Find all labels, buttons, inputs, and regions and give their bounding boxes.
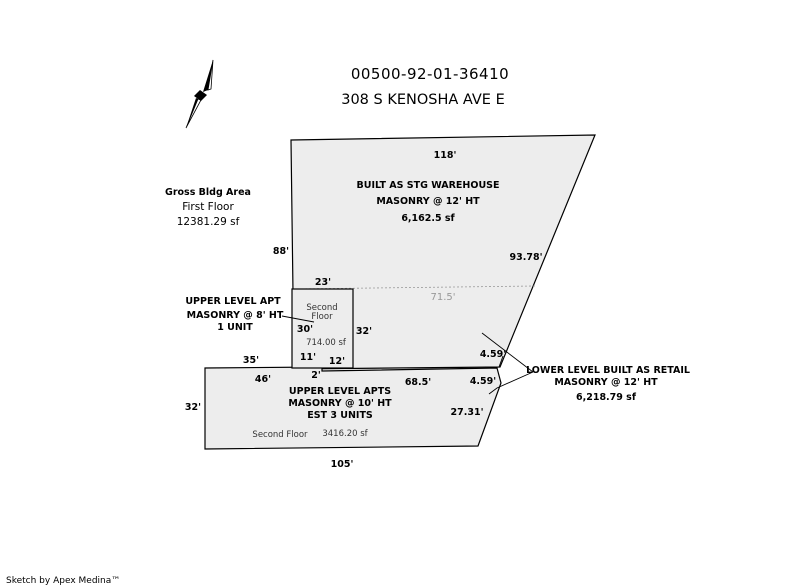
dim-118: 118' [434,150,457,161]
second-floor-box-line1: Second [306,303,337,313]
upper-apt-line3: 1 UNIT [217,322,253,333]
dim-32-box: 32' [356,326,372,337]
leader-upper-apt [281,315,315,323]
dim-4-59-upper: 4.59' [480,349,506,360]
gross-area-title: Gross Bldg Area [165,187,251,198]
second-floor-box [291,288,354,369]
property-address: 308 S KENOSHA AVE E [341,92,505,108]
dim-12: 12' [329,356,345,367]
retail-area: 6,218.79 sf [576,392,637,403]
warehouse-area: 6,162.5 sf [401,213,455,224]
upper-apts-area: 3416.20 sf [322,429,368,439]
parcel-id: 00500-92-01-36410 [351,65,509,83]
dim-27-31: 27.31' [451,407,484,418]
sketch-credit: Sketch by Apex Medina™ [6,576,120,586]
dim-35: 35' [243,355,259,366]
upper-apts-line3: EST 3 UNITS [307,410,373,421]
gross-area-value: 12381.29 sf [177,216,240,228]
dim-88: 88' [273,246,289,257]
dim-93-78: 93.78' [510,252,543,263]
dim-4-59-lower: 4.59' [470,376,496,387]
dim-32-left: 32' [185,402,201,413]
upper-apts-line1: UPPER LEVEL APTS [289,386,391,397]
second-floor-box-line2: Floor [311,312,333,322]
upper-apt-line1: UPPER LEVEL APT [185,296,281,307]
dim-46: 46' [255,374,271,385]
dim-68-5: 68.5' [405,377,431,388]
dim-71-5: 71.5' [430,292,455,303]
dim-23: 23' [315,277,331,288]
warehouse-line2: MASONRY @ 12' HT [376,196,480,207]
north-arrow-icon [185,59,214,129]
warehouse-line1: BUILT AS STG WAREHOUSE [357,180,500,191]
leader-retail-down [488,371,534,395]
dim-2: 2' [311,370,321,381]
upper-apts-line2: MASONRY @ 10' HT [288,398,392,409]
leader-retail-up [481,332,534,373]
gross-area-floor: First Floor [182,201,234,213]
second-floor-box-area: 714.00 sf [306,338,347,348]
upper-apts-floor-label: Second Floor [252,430,308,440]
upper-apt-line2: MASONRY @ 8' HT [187,310,284,321]
dim-11: 11' [300,352,316,363]
retail-line1: LOWER LEVEL BUILT AS RETAIL [526,365,690,376]
retail-line2: MASONRY @ 12' HT [554,377,658,388]
leader-459-curve [498,355,504,368]
dim-105: 105' [331,459,354,470]
dim-30: 30' [297,324,313,335]
